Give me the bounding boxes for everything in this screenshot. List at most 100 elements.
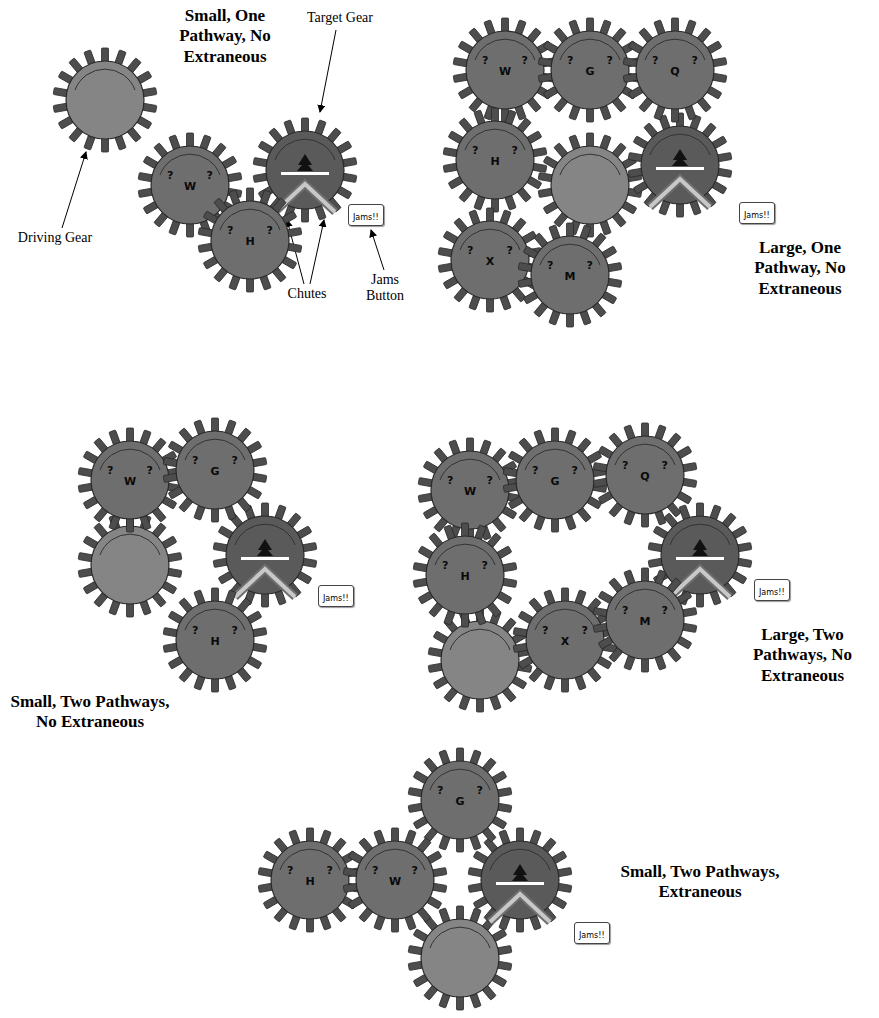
chute [490, 894, 550, 922]
question-mark: ? [437, 784, 443, 797]
gear-shape [443, 108, 547, 212]
gear-body [481, 841, 559, 919]
gear-letter: X [450, 255, 530, 268]
gear-body [466, 31, 544, 109]
gear-node: ?M? [530, 235, 610, 315]
gear-node: ?H? [425, 535, 505, 615]
gear-letter: W [150, 180, 230, 193]
leader-line [320, 30, 336, 112]
leader-line [371, 230, 384, 270]
chute [650, 179, 710, 207]
gear-shape [628, 113, 732, 217]
gear-ring [100, 534, 160, 555]
question-mark: ? [232, 454, 238, 467]
question-mark: ? [522, 54, 528, 67]
gear-shape [408, 748, 512, 852]
question-mark: ? [567, 54, 573, 67]
question-mark: ? [192, 624, 198, 637]
question-mark: ? [482, 559, 488, 572]
question-mark: ? [607, 54, 613, 67]
gear-body [151, 146, 229, 224]
gear-letter: H [425, 570, 505, 583]
gear-body [516, 441, 594, 519]
gear-shape [538, 133, 642, 237]
jams-button: Jams!! [739, 202, 775, 224]
platform [496, 882, 544, 885]
chute [235, 569, 295, 597]
gear-node: ?G? [175, 430, 255, 510]
gear-ring [560, 154, 620, 175]
question-mark: ? [207, 169, 213, 182]
gear-body [226, 516, 304, 594]
gear-letter: M [530, 270, 610, 283]
question-mark: ? [662, 459, 668, 472]
gear-shape [468, 828, 572, 932]
question-mark: ? [412, 864, 418, 877]
gear-body [356, 841, 434, 919]
chute [275, 184, 335, 212]
question-mark: ? [147, 464, 153, 477]
jams-button: Jams!! [754, 579, 790, 601]
callout-label: Jams Button [355, 272, 415, 304]
question-mark: ? [227, 224, 233, 237]
panel-title: Large, One Pathway, No Extraneous [730, 238, 870, 299]
tree-icon [512, 864, 528, 881]
tree-icon [692, 539, 708, 556]
gear-letter: H [175, 635, 255, 648]
jams-button: Jams!! [574, 922, 610, 944]
gear-shape [78, 428, 182, 532]
question-mark: ? [512, 144, 518, 157]
gear-node: ?X? [525, 600, 605, 680]
panel-title: Small, One Pathway, No Extraneous [155, 6, 295, 67]
jams-button: Jams!! [348, 204, 384, 226]
platform [676, 557, 724, 560]
panel-title: Small, Two Pathways, No Extraneous [10, 692, 170, 733]
gear-shape [623, 18, 727, 122]
question-mark: ? [692, 54, 698, 67]
gear-body [271, 841, 349, 919]
callout-label: Chutes [282, 286, 332, 302]
gear-shape [418, 438, 522, 542]
question-mark: ? [167, 169, 173, 182]
gear-node: ?W? [355, 840, 435, 920]
question-mark: ? [107, 464, 113, 477]
question-mark: ? [287, 864, 293, 877]
gear-node: ?W? [430, 450, 510, 530]
gear-body [266, 131, 344, 209]
button-text: Jams!! [759, 588, 785, 597]
tree-icon [297, 154, 313, 171]
gear-body [526, 601, 604, 679]
gear-node: ?W? [90, 440, 170, 520]
leader-line [62, 152, 86, 228]
question-mark: ? [442, 559, 448, 572]
gear-letter: G [515, 475, 595, 488]
gear-shape [503, 428, 607, 532]
gear-body [441, 621, 519, 699]
gear-letter: G [550, 65, 630, 78]
gear-body [66, 61, 144, 139]
gear-letter: H [455, 155, 535, 168]
platform [241, 557, 289, 560]
gear-ring [430, 927, 490, 948]
button-text: Jams!! [353, 213, 379, 222]
leader-line [310, 220, 324, 284]
gear-letter: M [605, 615, 685, 628]
gear-body [531, 236, 609, 314]
question-mark: ? [662, 604, 668, 617]
gear-node: ?G? [515, 440, 595, 520]
gear-node: ?H? [175, 600, 255, 680]
platform [281, 172, 329, 175]
gear-body [211, 201, 289, 279]
platform [656, 167, 704, 170]
chute [650, 179, 710, 207]
gear-ring [450, 629, 510, 650]
chute [490, 894, 550, 922]
gear-shape [453, 18, 557, 122]
gear-body [551, 146, 629, 224]
question-mark: ? [467, 244, 473, 257]
gear-body [431, 451, 509, 529]
question-mark: ? [572, 464, 578, 477]
question-mark: ? [477, 784, 483, 797]
button-text: Jams!! [744, 211, 770, 220]
